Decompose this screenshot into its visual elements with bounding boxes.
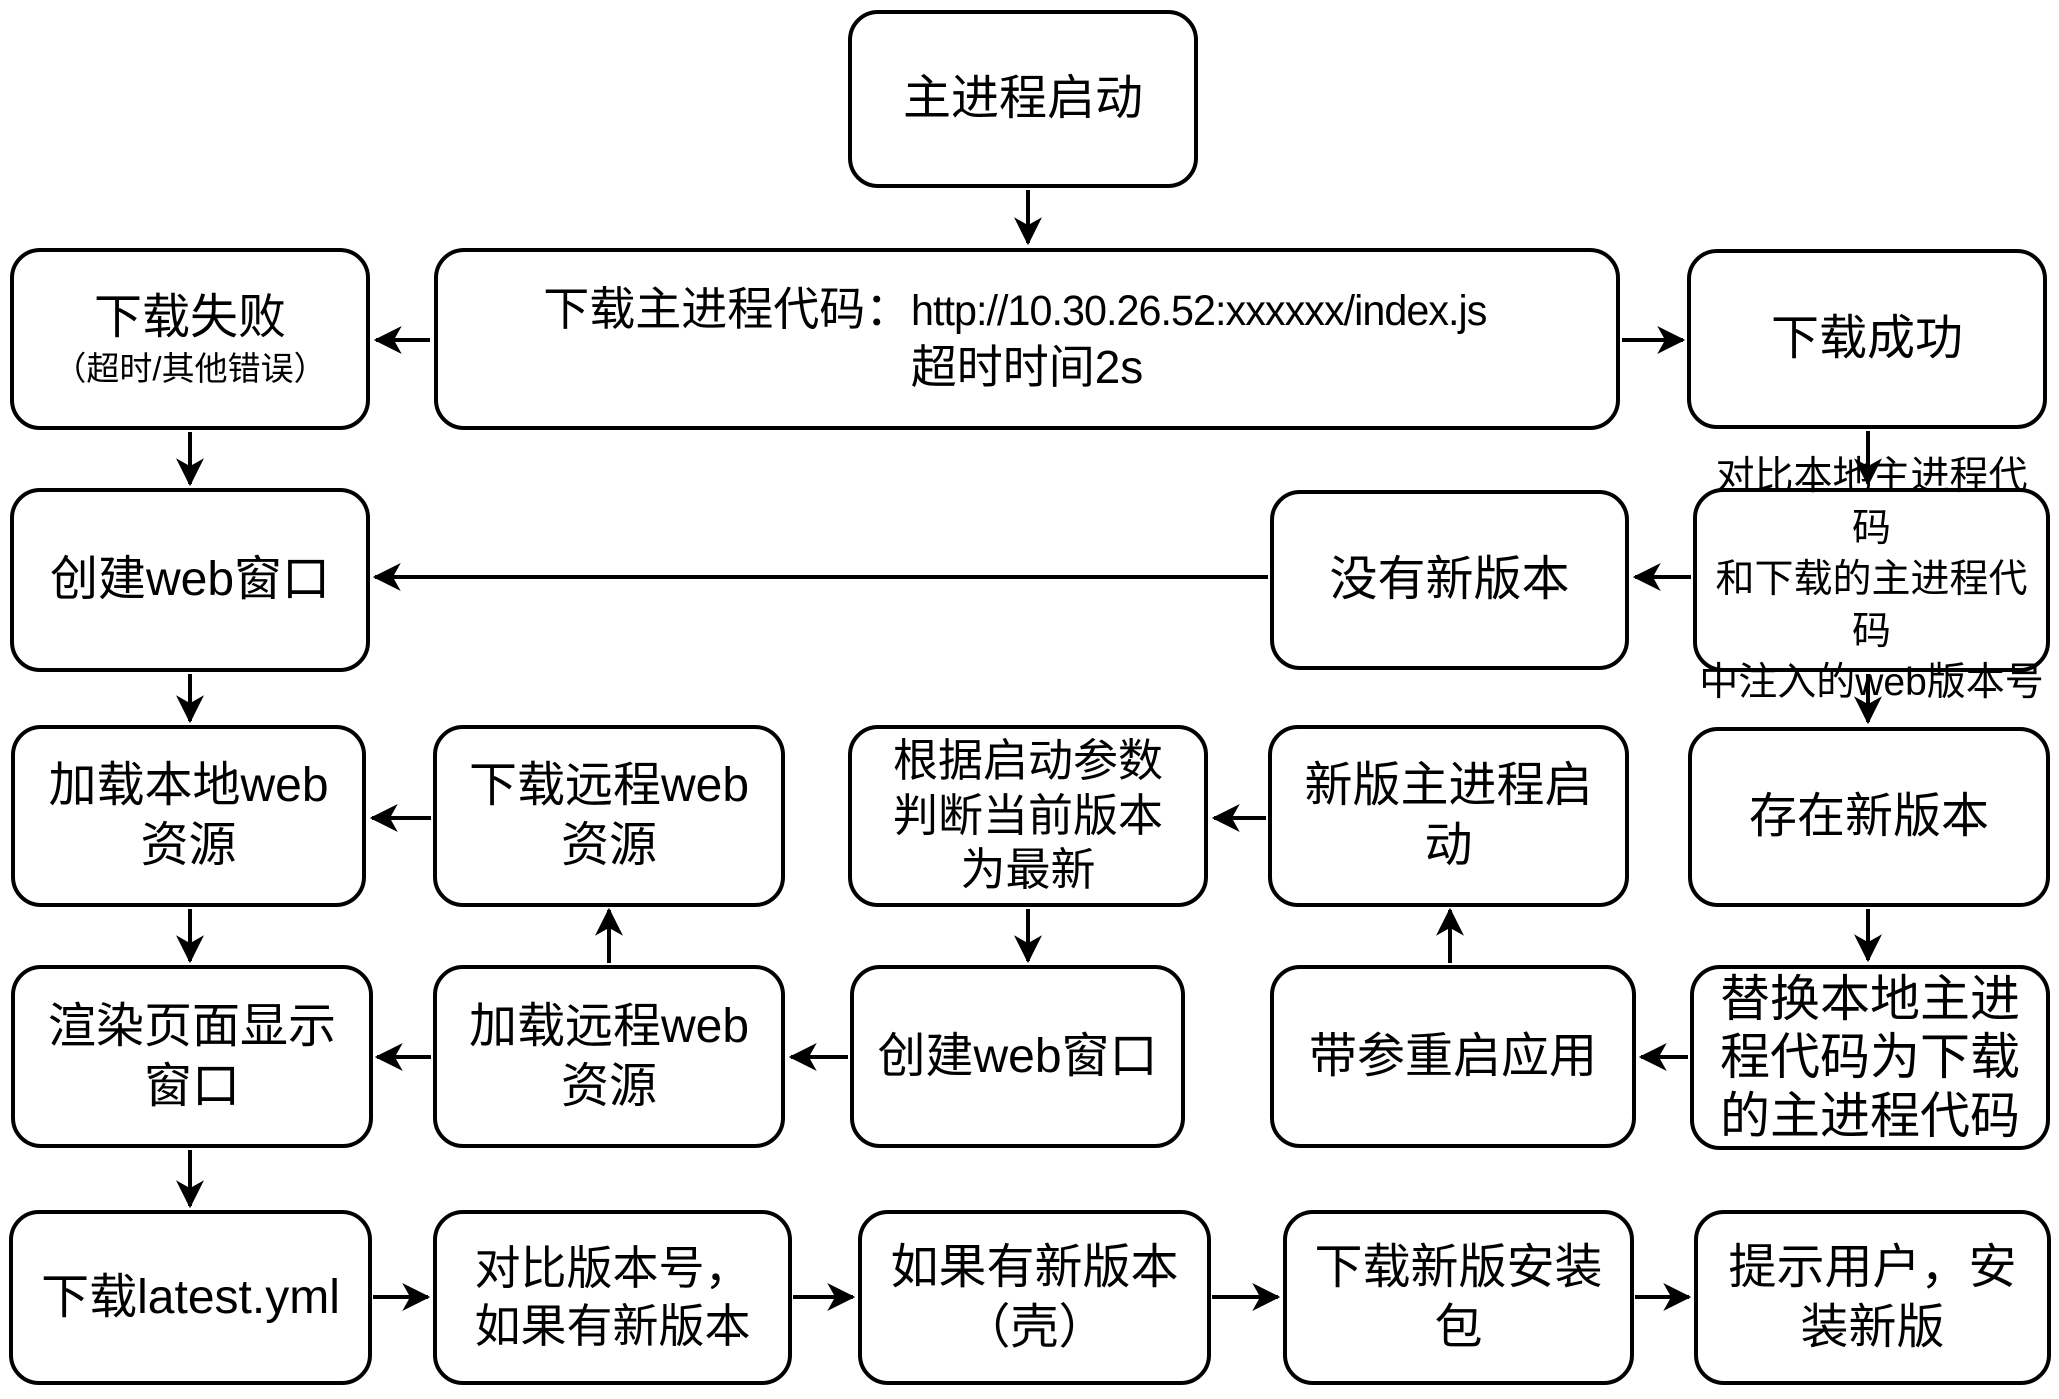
node-replace-local-code-line1: 替换本地主进: [1720, 970, 2020, 1027]
node-no-new-version-label: 没有新版本: [1329, 553, 1570, 606]
node-create-web-window-main: 创建web窗口: [10, 488, 370, 672]
node-if-new-version-shell-line2: （壳）: [962, 1300, 1107, 1354]
node-load-remote-web-line2: 资源: [560, 1059, 657, 1113]
node-replace-local-code-line3: 的主进程代码: [1720, 1087, 2020, 1144]
node-no-new-version: 没有新版本: [1270, 490, 1629, 670]
node-new-main-start: 新版主进程启 动: [1268, 725, 1629, 907]
node-download-success-label: 下载成功: [1770, 312, 1963, 365]
node-compare-version-number-line1: 对比版本号，: [474, 1242, 751, 1294]
node-main-start: 主进程启动: [848, 10, 1198, 188]
node-notify-user-install-line2: 装新版: [1800, 1300, 1945, 1354]
node-notify-user-install-line1: 提示用户，安: [1728, 1240, 2017, 1294]
node-restart-with-args-label: 带参重启应用: [1308, 1029, 1597, 1083]
node-load-remote-web-line1: 加载远程web: [468, 999, 750, 1053]
node-replace-local-code: 替换本地主进 程代码为下载 的主进程代码: [1690, 965, 2050, 1150]
node-judge-current-latest-line1: 根据启动参数: [892, 735, 1163, 787]
node-if-new-version-shell: 如果有新版本 （壳）: [858, 1210, 1211, 1385]
node-compare-web-version-line2: 和下载的主进程代码: [1715, 558, 2028, 653]
node-compare-web-version-line3: 中注入的web版本号: [1699, 661, 2044, 705]
node-download-new-installer-line1: 下载新版安装: [1314, 1240, 1603, 1294]
node-load-local-web-line1: 加载本地web: [48, 759, 329, 812]
node-new-main-start-line2: 动: [1424, 819, 1473, 872]
node-compare-version-number: 对比版本号， 如果有新版本: [433, 1210, 792, 1385]
node-download-latest-yml: 下载latest.yml: [9, 1210, 372, 1385]
node-load-local-web-line2: 资源: [140, 819, 237, 872]
node-load-remote-web: 加载远程web 资源: [433, 965, 785, 1148]
node-restart-with-args: 带参重启应用: [1270, 965, 1636, 1148]
node-load-local-web: 加载本地web 资源: [11, 725, 366, 907]
node-replace-local-code-line2: 程代码为下载: [1720, 1029, 2020, 1086]
node-download-remote-web: 下载远程web 资源: [433, 725, 785, 907]
node-render-page-window-line2: 窗口: [143, 1059, 240, 1113]
node-download-new-installer: 下载新版安装 包: [1283, 1210, 1634, 1385]
node-download-remote-web-line2: 资源: [560, 819, 657, 872]
node-render-page-window-line1: 渲染页面显示: [47, 999, 336, 1053]
node-download-main-code-timeout: 超时时间2s: [910, 341, 1144, 394]
node-judge-current-latest-line2: 判断当前版本: [892, 789, 1163, 841]
node-compare-web-version: 对比本地主进程代码 和下载的主进程代码 中注入的web版本号: [1693, 455, 2050, 704]
node-download-fail: 下载失败 （超时/其他错误）: [10, 248, 370, 430]
node-render-page-window: 渲染页面显示 窗口: [11, 965, 373, 1148]
node-new-main-start-line1: 新版主进程启: [1304, 759, 1593, 812]
node-download-fail-detail: （超时/其他错误）: [53, 350, 327, 388]
node-create-web-window-main-label: 创建web窗口: [49, 553, 331, 606]
node-download-latest-yml-label: 下载latest.yml: [41, 1270, 340, 1324]
node-download-new-installer-line2: 包: [1434, 1300, 1483, 1354]
node-judge-current-latest-line3: 为最新: [960, 844, 1096, 896]
node-download-fail-label: 下载失败: [93, 291, 286, 345]
node-download-remote-web-line1: 下载远程web: [468, 759, 750, 812]
node-download-main-code-prefix: 下载主进程代码：: [543, 283, 912, 336]
node-create-web-window-2-label: 创建web窗口: [877, 1029, 1158, 1083]
node-download-main-code: 下载主进程代码： http://10.30.26.52:xxxxxx/index…: [434, 248, 1620, 430]
node-exist-new-version-label: 存在新版本: [1748, 790, 1989, 843]
node-judge-current-latest: 根据启动参数 判断当前版本 为最新: [848, 725, 1208, 907]
node-download-main-code-url: http://10.30.26.52:xxxxxx/index.js: [911, 287, 1487, 336]
node-compare-version-number-line2: 如果有新版本: [474, 1299, 751, 1352]
node-compare-web-version-line1: 对比本地主进程代码: [1715, 455, 2028, 550]
node-download-success: 下载成功: [1687, 249, 2047, 429]
node-notify-user-install: 提示用户，安 装新版: [1694, 1210, 2051, 1385]
node-main-start-label: 主进程启动: [902, 72, 1143, 125]
node-if-new-version-shell-line1: 如果有新版本: [890, 1240, 1179, 1294]
node-exist-new-version: 存在新版本: [1688, 727, 2050, 907]
node-download-main-code-line1: 下载主进程代码： http://10.30.26.52:xxxxxx/index…: [543, 281, 1510, 339]
node-create-web-window-2: 创建web窗口: [850, 965, 1185, 1148]
